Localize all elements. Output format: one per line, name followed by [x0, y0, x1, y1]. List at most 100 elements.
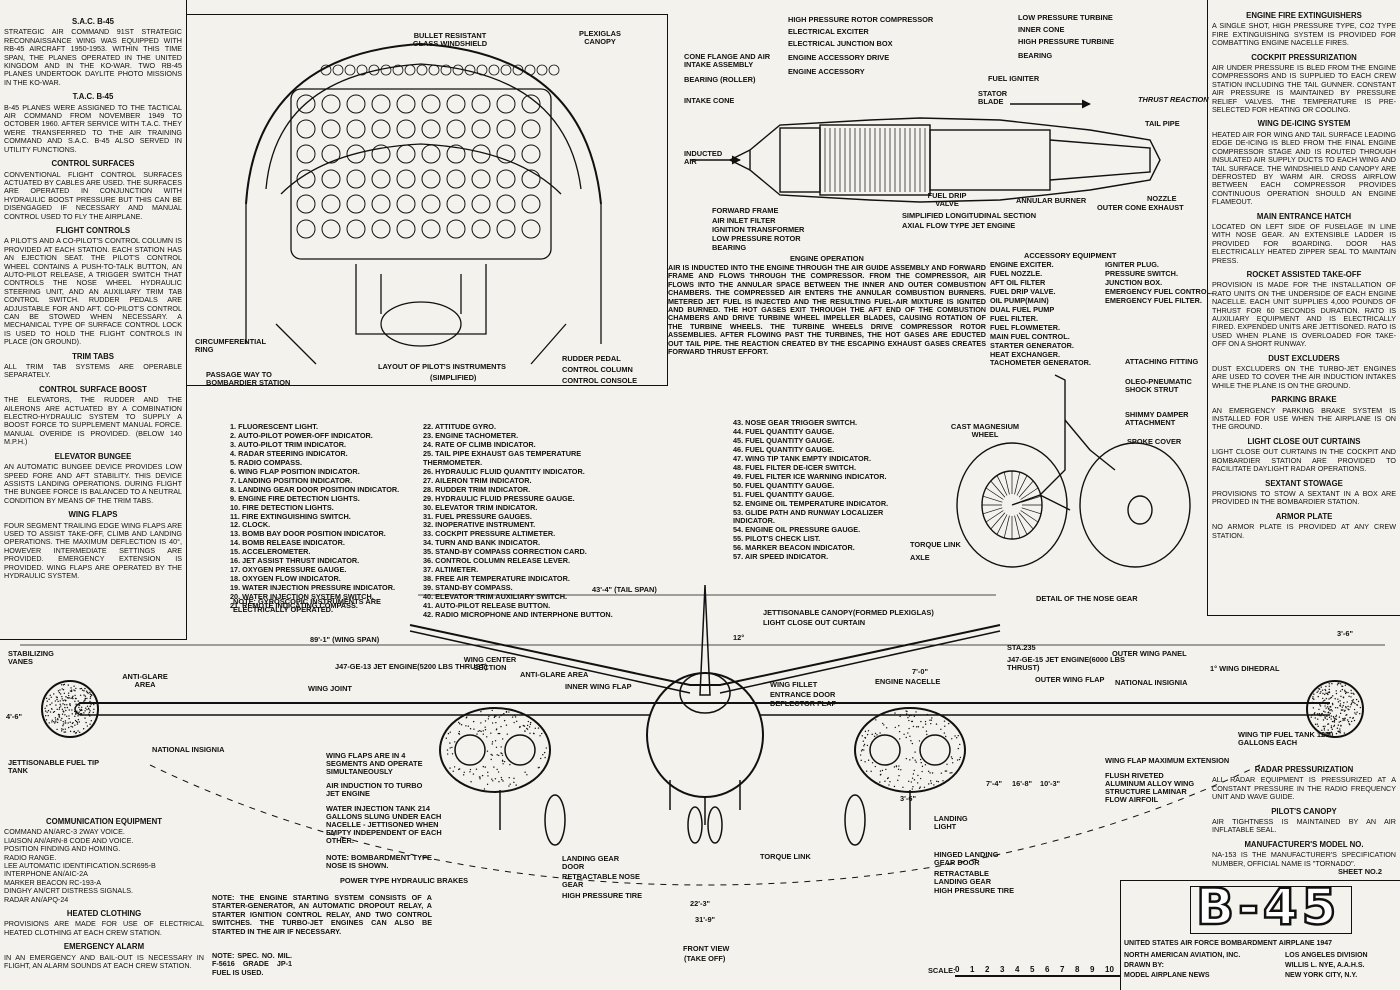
- fitting-label: Attaching fitting: [1125, 358, 1198, 366]
- stipple-dot: [476, 733, 477, 734]
- left-note-text: The elevators, the rudder and the ailero…: [4, 396, 182, 446]
- stipple-dot: [485, 766, 486, 767]
- stipple-dot: [1347, 692, 1348, 693]
- stipple-dot: [1331, 683, 1332, 684]
- gauge-dial: [422, 145, 440, 163]
- stipple-dot: [78, 713, 79, 714]
- gauge-dial: [322, 120, 340, 138]
- stipple-dot: [1355, 713, 1356, 714]
- gauge-dial: [522, 170, 540, 188]
- stipple-dot: [61, 728, 62, 729]
- wheel-spoke: [991, 513, 1005, 529]
- stipple-dot: [1318, 696, 1319, 697]
- tail-pipe-label: Tail pipe: [1145, 120, 1180, 128]
- stipple-dot: [64, 707, 65, 708]
- insignia-left-label: National insignia: [152, 746, 224, 754]
- stipple-dot: [65, 696, 66, 697]
- stipple-dot: [539, 735, 540, 736]
- stipple-dot: [906, 737, 907, 738]
- stipple-dot: [60, 719, 61, 720]
- stipple-dot: [1324, 711, 1325, 712]
- stator-label: Stator blade: [978, 90, 1018, 106]
- stipple-dot: [83, 694, 84, 695]
- stipple-dot: [519, 726, 520, 727]
- left-note-text: A pilot's and a co-pilot's control colum…: [4, 237, 182, 346]
- stipple-dot: [78, 705, 79, 706]
- stipple-dot: [903, 734, 904, 735]
- engine-caption-2: Axial flow type jet engine: [902, 222, 1015, 230]
- stipple-dot: [1344, 718, 1345, 719]
- hp-rotor-label: High pressure rotor compressor: [788, 16, 933, 24]
- stipple-dot: [502, 714, 503, 715]
- stipple-dot: [1332, 721, 1333, 722]
- stipple-dot: [1340, 703, 1341, 704]
- stipple-dot: [915, 761, 916, 762]
- stipple-dot: [64, 714, 65, 715]
- right-note-text: Located on left side of fuselage in line…: [1212, 223, 1396, 265]
- stipple-dot: [87, 725, 88, 726]
- stipple-dot: [1324, 716, 1325, 717]
- stipple-dot: [502, 755, 503, 756]
- stipple-dot: [1346, 714, 1347, 715]
- stipple-dot: [70, 722, 71, 723]
- stipple-dot: [44, 708, 45, 709]
- stipple-dot: [1330, 713, 1331, 714]
- stipple-dot: [527, 725, 528, 726]
- stipple-dot: [55, 721, 56, 722]
- stipple-dot: [70, 690, 71, 691]
- stipple-dot: [1343, 705, 1344, 706]
- stipple-dot: [66, 716, 67, 717]
- stipple-dot: [1343, 702, 1344, 703]
- stipple-dot: [83, 728, 84, 729]
- stipple-dot: [72, 713, 73, 714]
- left-note-text: Conventional flight control surfaces act…: [4, 171, 182, 221]
- stipple-dot: [65, 731, 66, 732]
- stipple-dot: [542, 754, 543, 755]
- stipple-dot: [894, 712, 895, 713]
- stipple-dot: [1323, 726, 1324, 727]
- gauge-dial: [472, 95, 490, 113]
- stipple-dot: [59, 692, 60, 693]
- stipple-dot: [469, 771, 470, 772]
- callout-circle: [525, 65, 535, 75]
- stipple-dot: [882, 723, 883, 724]
- instrument-item: 57. Air speed indicator.: [733, 553, 913, 562]
- stipple-dot: [57, 719, 58, 720]
- stipple-dot: [63, 689, 64, 690]
- scale-mark: 5: [1030, 965, 1045, 977]
- stipple-dot: [64, 684, 65, 685]
- stipple-dot: [50, 695, 51, 696]
- scale-mark: 2: [985, 965, 1000, 977]
- stipple-dot: [919, 740, 920, 741]
- stipple-dot: [1321, 713, 1322, 714]
- drive-label: Engine accessory drive: [788, 54, 889, 62]
- stipple-dot: [77, 723, 78, 724]
- stipple-dot: [898, 775, 899, 776]
- stipple-dot: [880, 774, 881, 775]
- stipple-dot: [1339, 716, 1340, 717]
- stipple-dot: [870, 771, 871, 772]
- dim-3-6: 3'-6": [900, 795, 916, 803]
- starting-note: Note: The engine starting system consist…: [212, 894, 432, 936]
- stipple-dot: [513, 782, 514, 783]
- stipple-dot: [875, 733, 876, 734]
- stipple-dot: [1325, 717, 1326, 718]
- scale-mark: 10: [1105, 965, 1120, 977]
- bearing-roller-label: Bearing (roller): [684, 76, 755, 84]
- gauge-dial: [522, 195, 540, 213]
- stipple-dot: [84, 688, 85, 689]
- wheel-label: Cast magnesium wheel: [945, 423, 1025, 439]
- right-note-text: Light close out curtains in the cockpit …: [1212, 448, 1396, 473]
- stipple-dot: [58, 690, 59, 691]
- stipple-dot: [48, 710, 49, 711]
- stipple-dot: [1344, 719, 1345, 720]
- stipple-dot: [68, 727, 69, 728]
- j47-right-label: J47-GE-15 jet engine(6000 lbs thrust): [1007, 656, 1157, 672]
- stipple-dot: [93, 704, 94, 705]
- left-note-heading: T.A.C. B-45: [4, 93, 182, 101]
- left-note-text: An automatic bungee device provides low …: [4, 463, 182, 505]
- inducted-air-label: Inducted air: [684, 150, 724, 166]
- stipple-dot: [89, 715, 90, 716]
- stipple-dot: [501, 746, 502, 747]
- right-note-text: Dust excluders on the turbo-jet engines …: [1212, 365, 1396, 390]
